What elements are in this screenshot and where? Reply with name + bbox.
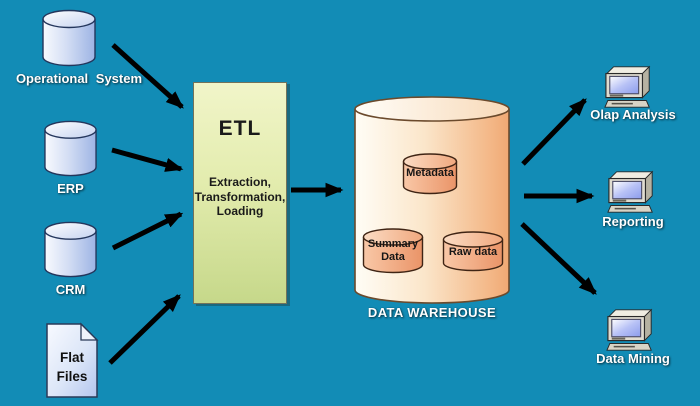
warehouse-cylinder-icon xyxy=(354,96,510,304)
store-label-summary-data: Summary Data xyxy=(367,238,419,263)
database-cylinder-icon xyxy=(44,120,97,177)
store-cylinder-icon xyxy=(402,153,458,195)
arrow-erp-to-etl xyxy=(111,147,184,172)
data-warehouse-group: Metadata Summary Data Raw data DATA WARE… xyxy=(353,95,511,323)
arrow-flat-files-to-etl xyxy=(108,294,181,365)
etl-subtitle: Extraction, Transformation, Loading xyxy=(194,175,286,218)
store-cylinder-icon xyxy=(362,228,424,274)
store-metadata: Metadata xyxy=(402,153,458,195)
source-label-crm: CRM xyxy=(55,282,86,297)
etl-title: ETL xyxy=(218,117,262,140)
store-cylinder-icon xyxy=(442,231,504,272)
store-label-metadata: Metadata xyxy=(406,167,454,179)
computer-icon xyxy=(604,65,651,108)
database-cylinder-icon xyxy=(42,9,96,67)
source-label-operational-system: Operational System xyxy=(15,71,143,86)
source-label-erp: ERP xyxy=(57,181,84,196)
database-cylinder-icon xyxy=(44,221,97,278)
arrow-warehouse-to-data-mining xyxy=(520,222,597,295)
warehouse-label: DATA WAREHOUSE xyxy=(367,305,497,320)
store-raw-data: Raw data xyxy=(442,231,504,272)
document-icon xyxy=(46,322,99,398)
store-label-raw-data: Raw data xyxy=(448,246,498,258)
etl-process-box: ETL Extraction, Transformation, Loading xyxy=(193,82,287,304)
store-summary-data: Summary Data xyxy=(362,228,424,274)
computer-icon xyxy=(607,170,654,213)
computer-icon xyxy=(606,308,653,351)
source-label-flat-files: Flat Files xyxy=(56,350,88,384)
arrow-crm-to-etl xyxy=(111,211,184,251)
consumer-label-data-mining: Data Mining xyxy=(596,351,670,366)
consumer-label-olap-analysis: Olap Analysis xyxy=(590,107,676,122)
consumer-label-reporting: Reporting xyxy=(602,214,664,229)
